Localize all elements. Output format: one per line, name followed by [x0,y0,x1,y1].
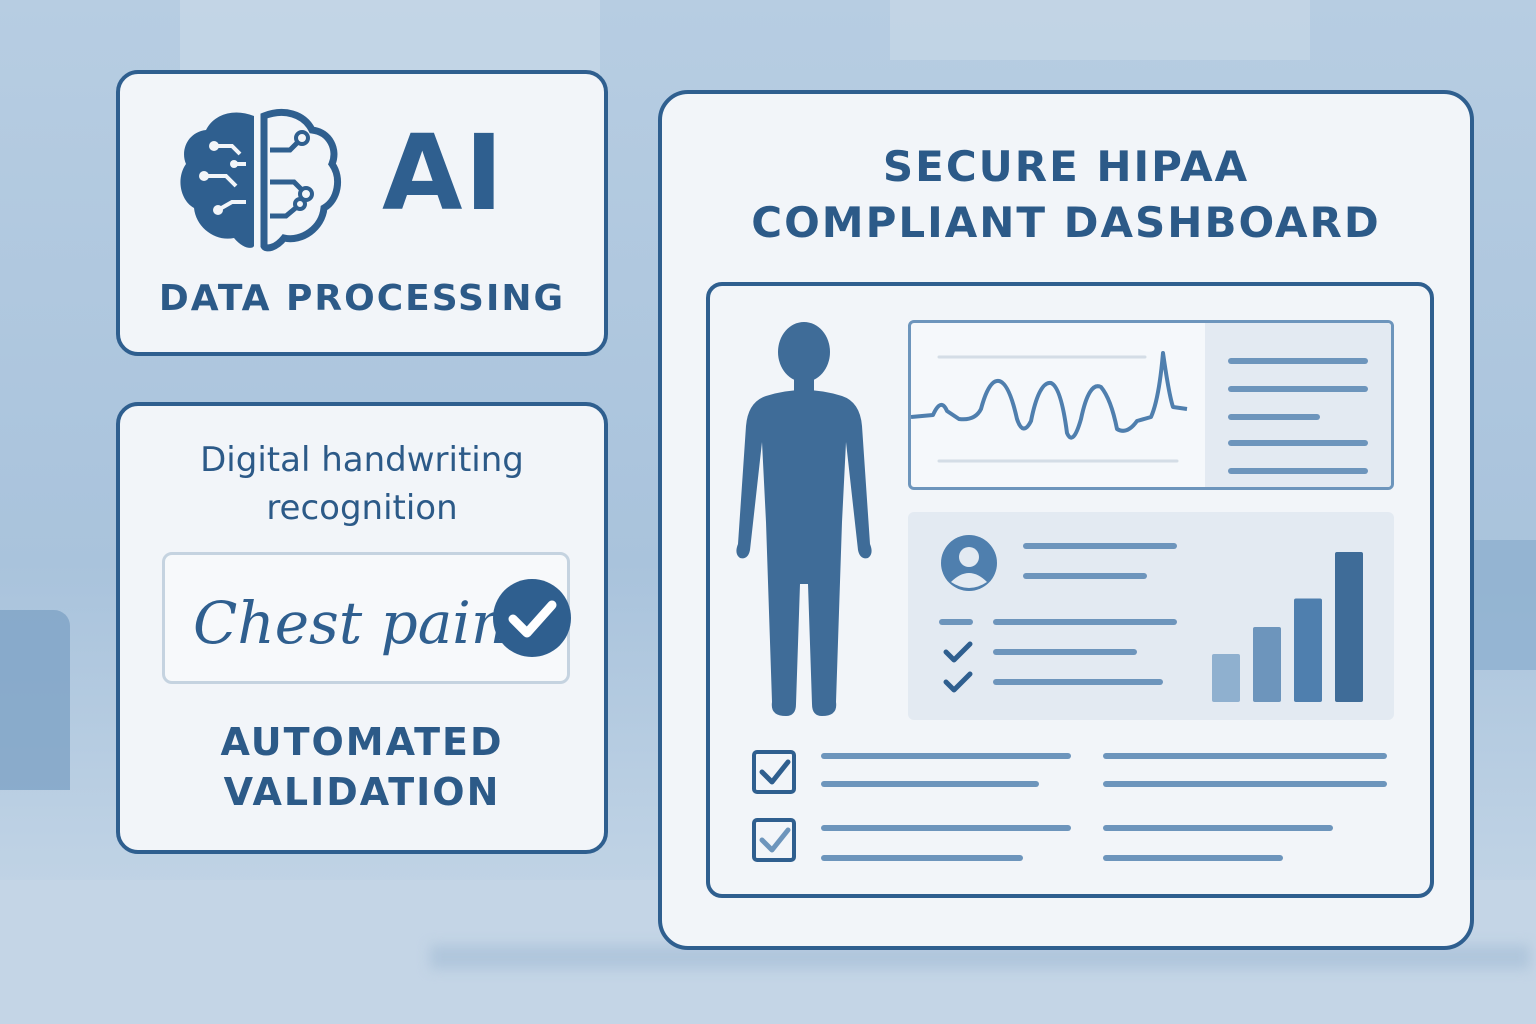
brain-circuit-icon [180,109,342,252]
ecg-legend-area [1205,323,1391,487]
checkbox-checked[interactable] [752,750,796,794]
background-cabinet [1470,540,1536,670]
patient-info-panel [908,512,1394,720]
checkbox-checked[interactable] [752,818,796,862]
checklist [752,750,1387,862]
bar [1253,627,1281,702]
handwriting-heading-line2: recognition [266,488,458,528]
hipaa-dashboard-card: SECURE HIPAA COMPLIANT DASHBOARD [658,90,1474,950]
bar-chart [1212,552,1363,702]
validation-label: VALIDATION [223,770,501,814]
bar [1212,654,1240,702]
dashboard-panel [706,282,1434,898]
ecg-legend-lines [1228,358,1368,474]
human-body-icon [736,322,872,716]
background-window [890,0,1310,60]
handwriting-input-box[interactable]: Chest pain [162,552,571,684]
check-icon [943,641,973,663]
dashboard-title-line1: SECURE HIPAA [882,142,1250,191]
ai-title: AI [382,112,506,234]
check-icon [943,671,973,693]
ai-data-processing-card: AI DATA PROCESSING [116,70,608,356]
user-avatar-icon [941,535,997,591]
background-chair [0,610,70,790]
check-circle-icon [493,579,571,657]
handwritten-text: Chest pain [193,589,509,657]
bar [1335,552,1363,702]
bar [1294,598,1322,702]
dashboard-title-line2: COMPLIANT DASHBOARD [751,198,1381,247]
patient-detail-lines [939,543,1177,693]
data-processing-label: DATA PROCESSING [158,278,566,319]
handwriting-heading-line1: Digital handwriting [200,440,524,480]
ecg-waveform-icon [911,351,1188,463]
handwriting-recognition-card: Digital handwriting recognition Chest pa… [116,402,608,854]
automated-label: AUTOMATED [220,720,504,764]
ecg-chart-panel [908,320,1394,490]
